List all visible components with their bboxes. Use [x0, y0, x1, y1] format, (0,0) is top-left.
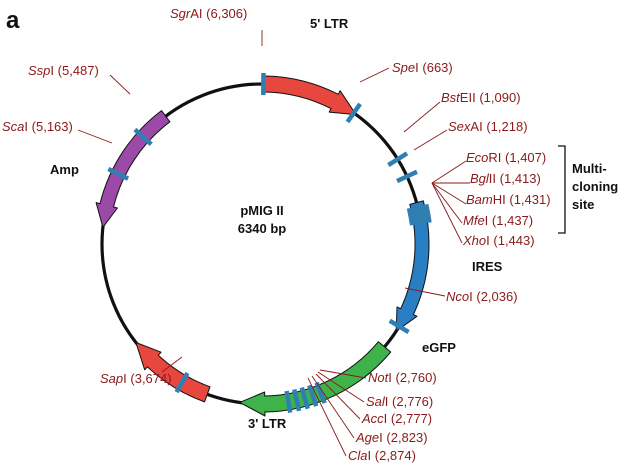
leader-scai: [77, 129, 113, 144]
leader-sexai: [413, 129, 448, 151]
site-label-noti: NotI (2,760): [368, 370, 437, 385]
leader-sali: [317, 371, 365, 403]
site-tick-agei: [292, 388, 302, 412]
site-tick-mcs-3: [408, 210, 431, 220]
plasmid-name: pMIG II: [240, 203, 283, 218]
feature-label-ltr5: 5' LTR: [310, 16, 349, 31]
feature-label-egfp: eGFP: [422, 340, 456, 355]
site-label-clai: ClaI (2,874): [348, 448, 416, 463]
site-label-sali: SalI (2,776): [366, 394, 433, 409]
leader-clai: [307, 377, 347, 457]
leader-bamhi: [431, 182, 467, 205]
leader-spei: [359, 67, 390, 83]
site-label-xhoi: XhoI (1,443): [462, 233, 535, 248]
amp-arrow: [95, 110, 171, 228]
site-label-bglii: BglII (1,413): [470, 171, 541, 186]
mcs-label-line1: Multi-: [572, 161, 607, 176]
leader-bsteii: [403, 101, 441, 133]
feature-label-amp: Amp: [50, 162, 79, 177]
mcs-label-line3: site: [572, 197, 594, 212]
site-label-sapi: SapI (3,674): [100, 371, 172, 386]
egfp-arrow: [239, 341, 392, 417]
site-tick-mcs-2: [407, 207, 430, 217]
site-tick-ncoi: [388, 318, 410, 335]
ltr3-arrow: [135, 342, 211, 403]
site-tick-mcs-5: [409, 217, 432, 226]
leader-acci: [315, 373, 361, 420]
site-tick-bsteii: [387, 151, 409, 167]
site-label-sgrai: SgrAI (6,306): [170, 6, 247, 21]
feature-label-ires: IRES: [472, 259, 503, 274]
site-label-mfei: MfeI (1,437): [463, 213, 533, 228]
leader-ecori: [431, 160, 467, 184]
site-tick-sali: [307, 384, 319, 407]
site-label-bsteii: BstEII (1,090): [441, 90, 521, 105]
site-tick-sspi: [133, 127, 153, 146]
site-ticks: [107, 72, 432, 414]
panel-letter: a: [6, 7, 20, 34]
leader-agei: [311, 375, 355, 439]
site-label-spei: SpeI (663): [392, 60, 453, 75]
site-tick-noti: [314, 381, 327, 404]
site-label-ecori: EcoRI (1,407): [466, 150, 546, 165]
site-label-acci: AccI (2,777): [361, 411, 432, 426]
site-tick-mcs-4: [408, 214, 432, 223]
site-tick-scai: [107, 167, 130, 181]
site-label-ncoi: NcoI (2,036): [446, 289, 518, 304]
leader-sapi: [161, 356, 183, 373]
mcs-bracket: [558, 145, 566, 234]
leader-noti: [319, 369, 367, 379]
site-label-agei: AgeI (2,823): [355, 430, 428, 445]
site-label-bamhi: BamHI (1,431): [466, 192, 551, 207]
leader-lines: [77, 30, 470, 457]
site-tick-acci: [299, 386, 310, 410]
site-tick-sapi: [174, 371, 190, 394]
site-tick-spei: [345, 102, 362, 124]
leader-mfei: [431, 182, 463, 224]
site-label-scai: ScaI (5,163): [2, 119, 73, 134]
ltr5-arrow: [264, 75, 357, 116]
mcs-label-line2: cloning: [572, 179, 618, 194]
site-tick-sexai: [396, 169, 418, 184]
leader-xhoi: [431, 182, 463, 244]
plasmid-size: 6340 bp: [238, 221, 286, 236]
site-tick-clai: [284, 390, 293, 414]
site-label-sspi: SspI (5,487): [28, 63, 99, 78]
ires-arrow: [395, 200, 430, 332]
site-label-sexai: SexAI (1,218): [448, 119, 528, 134]
leader-ncoi: [404, 287, 446, 297]
leader-sspi: [109, 74, 131, 95]
feature-label-ltr3: 3' LTR: [248, 416, 287, 431]
site-tick-mcs-1: [406, 203, 430, 214]
